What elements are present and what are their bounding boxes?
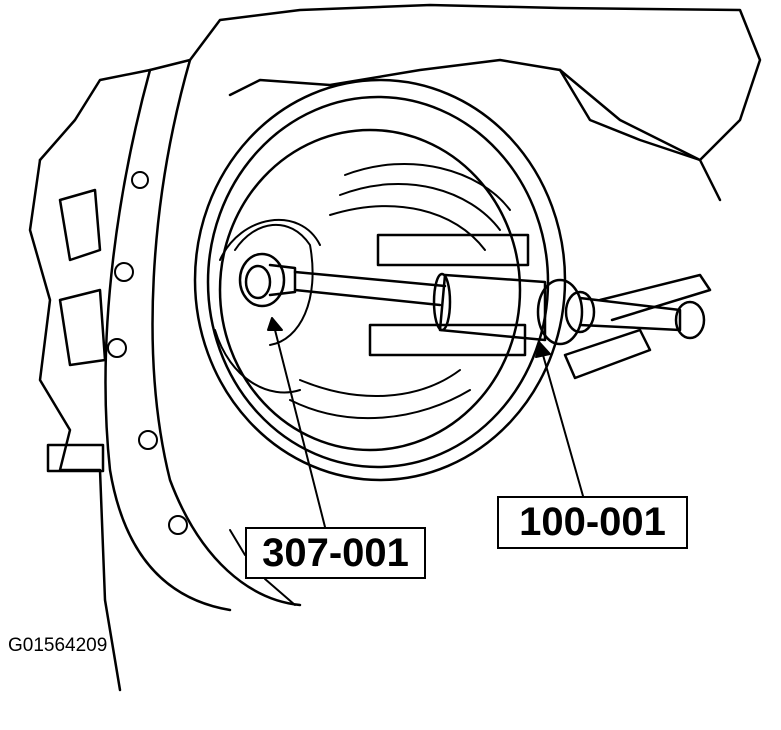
puller-tool-307-001 — [238, 233, 530, 357]
bolt-holes — [107, 171, 188, 535]
figure-id: G01564209 — [8, 635, 108, 656]
transmission-housing — [28, 3, 762, 692]
clutch-plates — [214, 163, 511, 420]
slide-hammer-100-001 — [293, 270, 712, 380]
callout-307-001: 307-001 — [245, 527, 426, 579]
callout-100-001: 100-001 — [497, 496, 688, 549]
leader-lines — [229, 317, 584, 606]
